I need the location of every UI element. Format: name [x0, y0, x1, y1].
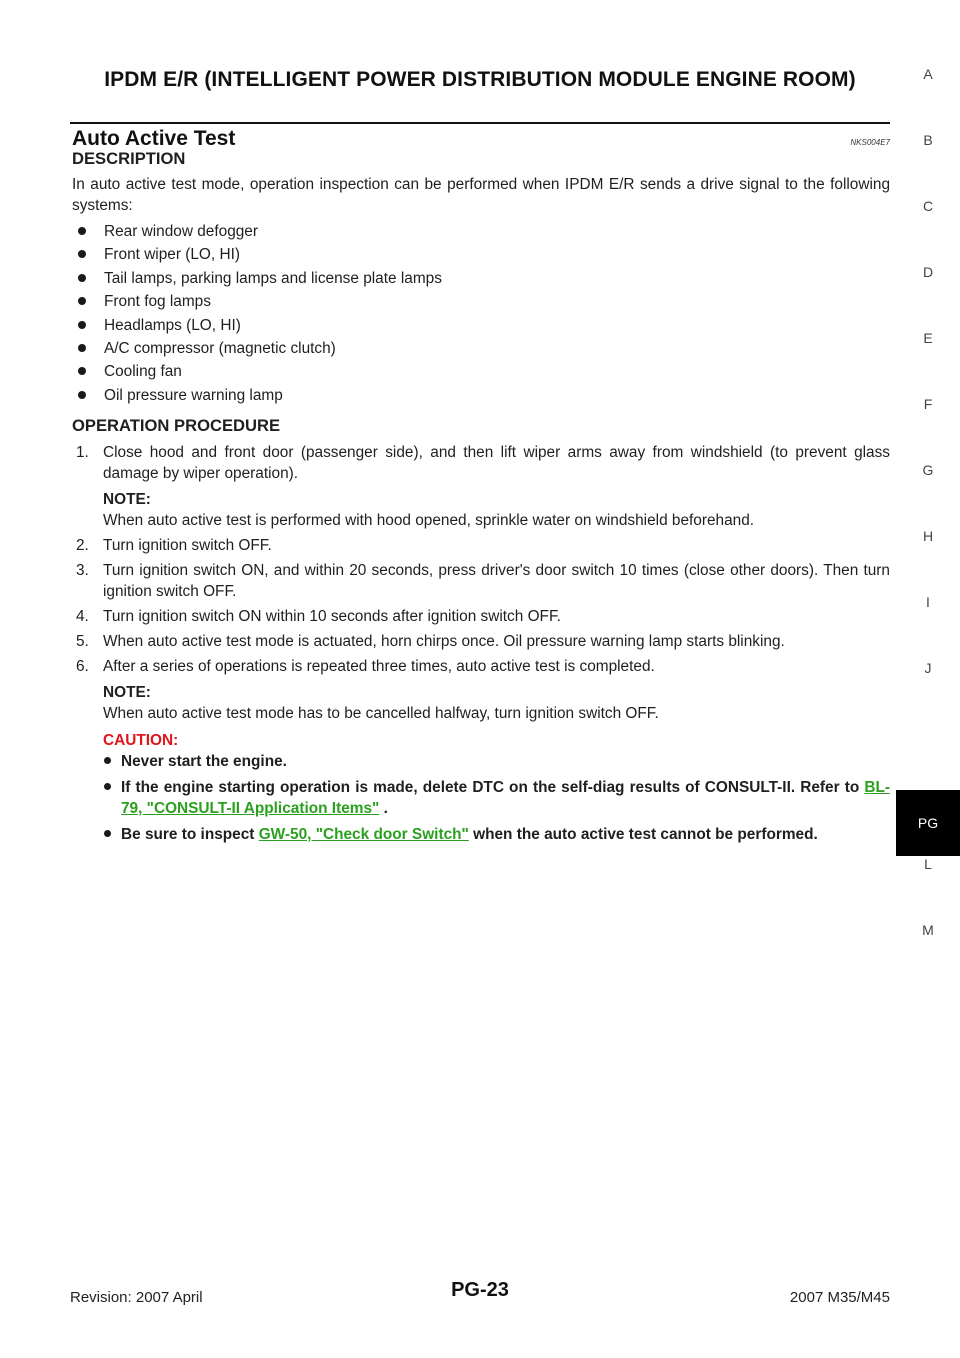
list-item: A/C compressor (magnetic clutch) — [72, 338, 890, 359]
caution-item: Be sure to inspect GW-50, "Check door Sw… — [103, 824, 890, 845]
note-label: NOTE: — [103, 683, 151, 701]
index-tab-h[interactable]: H — [922, 528, 934, 544]
procedure-step: 1. Close hood and front door (passenger … — [76, 443, 890, 529]
procedure-step: 6. After a series of operations is repea… — [76, 657, 891, 845]
index-tab-pg-active[interactable]: PG — [896, 790, 960, 856]
bullet-icon — [104, 829, 111, 837]
system-list: Rear window defogger Front wiper (LO, HI… — [72, 221, 890, 406]
description-heading: DESCRIPTION — [72, 149, 186, 168]
doc-code: NKS004E7 — [850, 138, 890, 147]
index-tab-e[interactable]: E — [923, 330, 933, 346]
bullet-icon — [104, 782, 111, 790]
note-label: NOTE: — [103, 490, 151, 508]
list-item: Oil pressure warning lamp — [72, 385, 890, 406]
index-tab-m[interactable]: M — [922, 922, 934, 938]
list-item: Front fog lamps — [72, 291, 890, 312]
list-item: Headlamps (LO, HI) — [72, 315, 890, 336]
list-item: Tail lamps, parking lamps and license pl… — [72, 268, 890, 289]
index-tab-i[interactable]: I — [926, 594, 930, 610]
index-tab-l[interactable]: L — [924, 856, 932, 872]
procedure-step: 4. Turn ignition switch ON within 10 sec… — [76, 607, 561, 625]
bullet-icon — [78, 273, 86, 282]
procedure-step: 3. Turn ignition switch ON, and within 2… — [76, 561, 890, 600]
index-tab-c[interactable]: C — [922, 198, 934, 214]
header-rule — [70, 122, 890, 124]
index-tab-f[interactable]: F — [923, 396, 933, 412]
procedure-steps: 1. Close hood and front door (passenger … — [72, 442, 890, 845]
bl-79-consult-link[interactable]: BL-79, "CONSULT-II Application Items" — [121, 778, 891, 817]
procedure-heading: OPERATION PROCEDURE — [72, 415, 281, 435]
bullet-icon — [78, 367, 86, 376]
bullet-icon — [78, 320, 86, 329]
footer-model: 2007 M35/M45 — [789, 1289, 890, 1306]
index-tab-a[interactable]: A — [923, 66, 933, 82]
footer-revision: Revision: 2007 April — [70, 1289, 203, 1306]
index-tab-j[interactable]: J — [924, 660, 932, 676]
description-intro: In auto active test mode, operation insp… — [72, 176, 890, 214]
bullet-icon — [78, 250, 86, 259]
caution-label: CAUTION: — [103, 731, 179, 749]
page-number: PG-23 — [451, 1279, 509, 1301]
bullet-icon — [104, 756, 111, 764]
index-tab-b[interactable]: B — [923, 132, 933, 148]
list-item: Front wiper (LO, HI) — [72, 244, 890, 265]
bullet-icon — [78, 297, 86, 306]
procedure-step: 2. Turn ignition switch OFF. — [76, 536, 272, 554]
section-title: Auto Active Test — [72, 127, 236, 150]
procedure-step: 5. When auto active test mode is actuate… — [76, 632, 785, 650]
gw-50-door-switch-link[interactable]: GW-50, "Check door Switch" — [258, 825, 469, 843]
note-text: When auto active test mode has to be can… — [103, 704, 659, 722]
section-index-tabs: A B C D E F G H I J PG L M — [896, 0, 960, 1358]
note-text: When auto active test is performed with … — [103, 511, 755, 529]
list-item: Cooling fan — [72, 361, 890, 382]
bullet-icon — [78, 343, 86, 352]
bullet-icon — [78, 390, 86, 399]
header-title: IPDM E/R (INTELLIGENT POWER DISTRIBUTION… — [104, 68, 856, 91]
list-item: Rear window defogger — [72, 221, 890, 242]
main-content: DESCRIPTION In auto active test mode, op… — [72, 148, 890, 850]
bullet-icon — [78, 227, 86, 235]
index-tab-g[interactable]: G — [922, 462, 934, 478]
caution-list: Never start the engine. If the engine st… — [103, 751, 890, 845]
caution-item: If the engine starting operation is made… — [103, 777, 890, 819]
caution-item: Never start the engine. — [103, 751, 890, 772]
index-tab-d[interactable]: D — [922, 264, 934, 280]
